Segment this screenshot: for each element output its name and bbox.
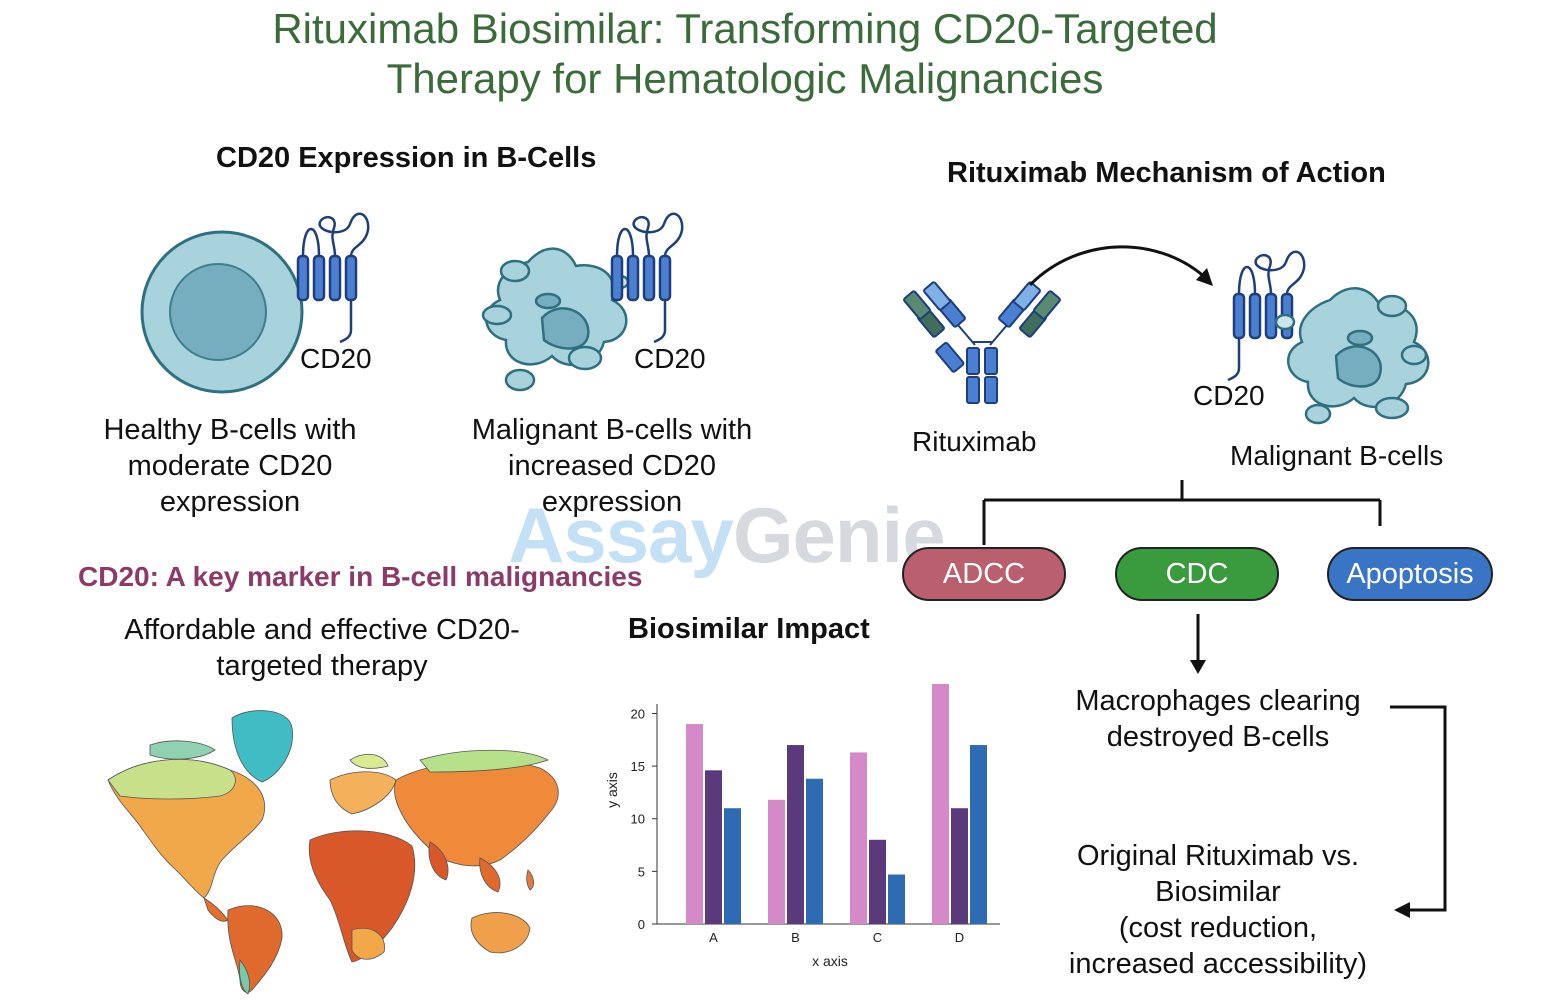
branch-connector xyxy=(982,480,1382,545)
world-map-icon xyxy=(107,710,559,995)
bar xyxy=(850,752,867,924)
mechanism-heading: Rituximab Mechanism of Action xyxy=(947,157,1386,189)
rituximab-antibody-icon xyxy=(903,281,1061,404)
binding-arrow-icon xyxy=(1028,245,1210,287)
biosimilar-comparison: Original Rituximab vs. Biosimilar (cost … xyxy=(1068,840,1368,980)
x-tick-label: B xyxy=(791,930,800,945)
y-tick-label: 10 xyxy=(631,812,645,827)
marker-heading: CD20: A key marker in B-cell malignancie… xyxy=(78,561,643,592)
bar xyxy=(724,808,741,924)
x-axis-label: x axis xyxy=(812,953,848,969)
bar xyxy=(932,684,949,924)
cd20-label: CD20 xyxy=(634,343,706,374)
map-caption: Affordable and effective CD20- targeted … xyxy=(124,614,520,682)
cd20-receptor-icon xyxy=(296,212,370,344)
x-tick-label: D xyxy=(955,930,964,945)
down-arrow-icon xyxy=(1190,614,1206,674)
malignant-b-cells-label: Malignant B-cells xyxy=(1230,440,1444,471)
y-tick-label: 0 xyxy=(638,917,645,932)
rituximab-label: Rituximab xyxy=(912,426,1037,457)
cd20-label: CD20 xyxy=(1193,380,1265,411)
bar xyxy=(869,839,886,924)
y-tick-label: 20 xyxy=(631,706,645,721)
cd20-receptor-icon xyxy=(1227,250,1306,382)
adcc-pill: ADCC xyxy=(902,547,1066,601)
bar xyxy=(768,799,785,924)
cd20-receptor-icon xyxy=(610,212,684,344)
x-tick-label: C xyxy=(873,930,882,945)
page-title: Rituximab Biosimilar: Transforming CD20-… xyxy=(272,5,1218,102)
bar xyxy=(705,770,722,924)
bar xyxy=(787,745,804,924)
cd20-label: CD20 xyxy=(300,343,372,374)
bar xyxy=(806,778,823,924)
bar xyxy=(888,874,905,924)
cd20-heading: CD20 Expression in B-Cells xyxy=(216,142,597,174)
apoptosis-pill: Apoptosis xyxy=(1327,547,1493,601)
biosimilar-chart: 0 5 10 15 20A B C Dx axis y axis xyxy=(604,684,1000,969)
healthy-b-cell-icon xyxy=(140,230,304,394)
y-tick-label: 5 xyxy=(638,864,645,879)
chart-heading: Biosimilar Impact xyxy=(628,613,870,645)
macrophage-outcome: Macrophages clearing destroyed B-cells xyxy=(1075,685,1361,753)
x-tick-label: A xyxy=(709,930,718,945)
malignant-b-cell-icon xyxy=(481,247,630,392)
y-axis-label: y axis xyxy=(604,772,620,808)
malignant-b-cell-icon xyxy=(1274,287,1430,425)
cdc-pill: CDC xyxy=(1115,547,1279,601)
side-arrow-icon xyxy=(1390,705,1447,912)
healthy-caption: Healthy B-cells with moderate CD20 expre… xyxy=(103,414,357,518)
bar xyxy=(970,745,987,924)
bar xyxy=(951,808,968,924)
bar xyxy=(686,724,703,924)
y-tick-label: 15 xyxy=(631,759,645,774)
malignant-caption: Malignant B-cells with increased CD20 ex… xyxy=(471,414,753,518)
